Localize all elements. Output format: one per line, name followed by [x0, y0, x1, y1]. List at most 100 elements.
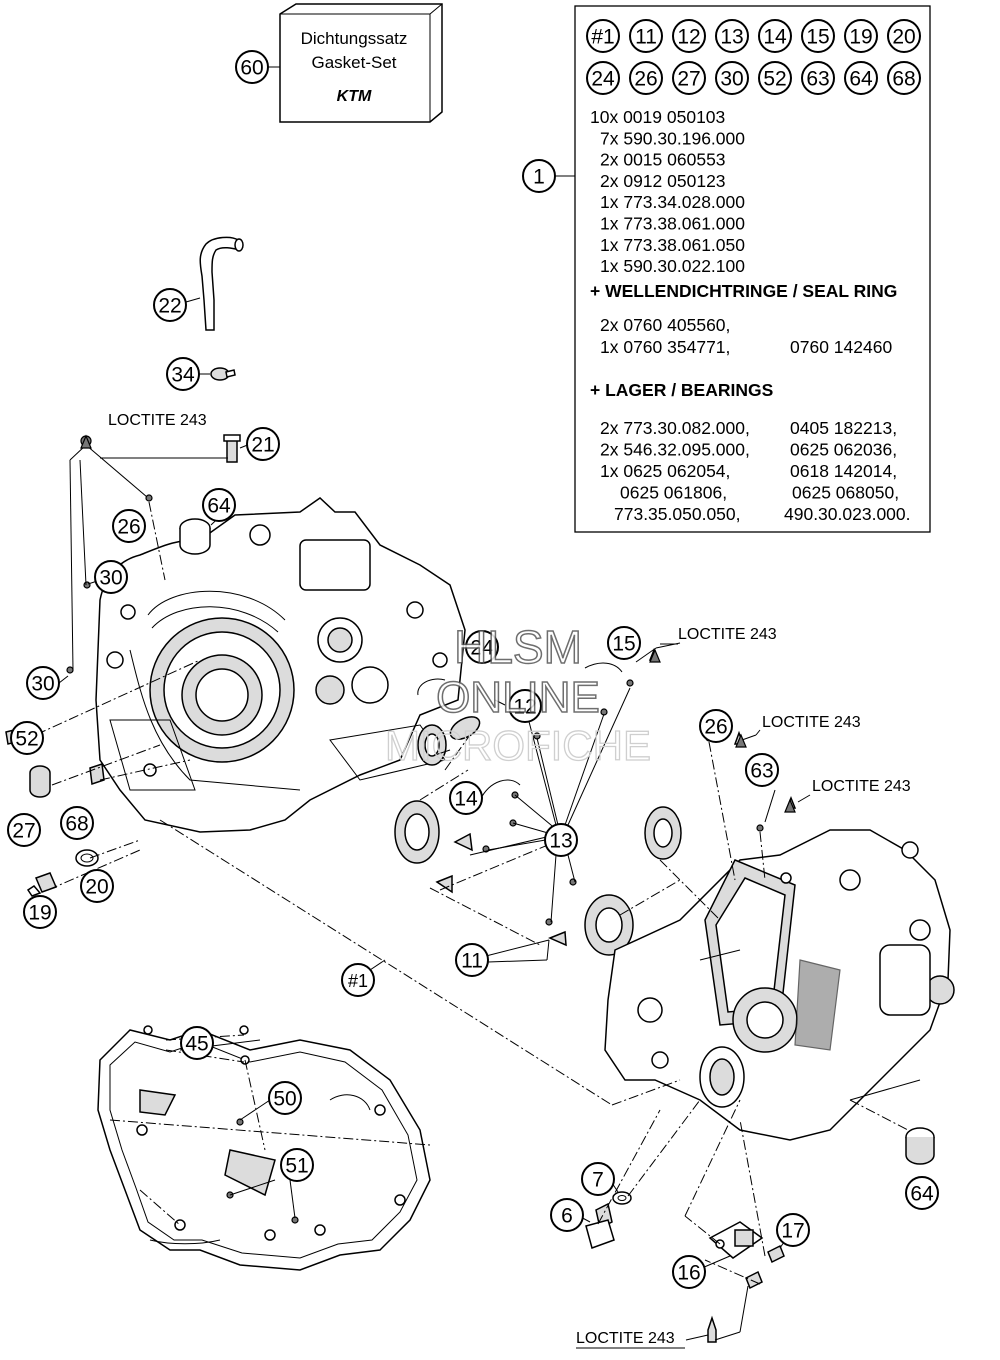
callout-c13: 13 [544, 823, 578, 857]
svg-text:26: 26 [117, 516, 140, 539]
part-number-line: 10x 0019 050103 [590, 107, 725, 127]
svg-text:#1: #1 [591, 26, 614, 49]
callout-c7: 7 [581, 1162, 615, 1196]
loctite-labels: LOCTITE 243 LOCTITE 243 LOCTITE 243 LOCT… [80, 412, 911, 1349]
loctite-label-right-top: LOCTITE 243 [762, 714, 861, 731]
svg-text:15: 15 [806, 26, 829, 49]
callout-c68: 68 [60, 806, 94, 840]
ref-row-top: #1 11 12 13 14 15 19 20 [586, 19, 921, 53]
svg-text:52: 52 [15, 728, 38, 751]
loctite-label-mid: LOCTITE 243 [678, 626, 777, 643]
ref-bubble: 12 [672, 19, 706, 53]
bearing-line-alt: 0405 182213, [790, 418, 897, 438]
callout-c1ref: #1 [341, 963, 375, 997]
svg-text:45: 45 [185, 1033, 208, 1056]
ref-bubble: 68 [887, 61, 921, 95]
ref-bubble: 11 [629, 19, 663, 53]
svg-text:13: 13 [720, 26, 743, 49]
ref-bubble: #1 [586, 19, 620, 53]
callout-c1: 1 [522, 159, 556, 193]
part-number-line: 1x 590.30.022.100 [600, 256, 745, 276]
svg-text:64: 64 [849, 68, 873, 91]
svg-text:52: 52 [763, 68, 786, 91]
svg-text:63: 63 [806, 68, 829, 91]
svg-text:14: 14 [763, 26, 787, 49]
svg-text:68: 68 [892, 68, 915, 91]
part-number-line: 2x 0015 060553 [600, 150, 726, 170]
svg-text:24: 24 [470, 637, 494, 660]
bushing-left [179, 518, 211, 555]
svg-text:7: 7 [592, 1169, 604, 1192]
bearing-line-alt: 490.30.023.000. [784, 504, 911, 524]
bearing-line-alt: 0625 068050, [792, 483, 899, 503]
bearing-line: 0625 061806, [620, 483, 727, 503]
callout-c22: 22 [153, 288, 187, 322]
ref-bubble: 24 [586, 61, 620, 95]
seal-ring-line: 2x 0760 405560, [600, 315, 730, 335]
svg-text:50: 50 [273, 1088, 296, 1111]
seal-ring-list: 2x 0760 405560,1x 0760 354771,0760 14246… [600, 315, 892, 357]
callout-c20: 20 [80, 869, 114, 903]
gasket-set-german-label: Dichtungssatz [301, 29, 408, 48]
svg-text:12: 12 [677, 26, 700, 49]
callout-c45: 45 [180, 1026, 214, 1060]
svg-text:64: 64 [910, 1183, 934, 1206]
callout-c6: 6 [550, 1198, 584, 1232]
svg-text:30: 30 [99, 567, 122, 590]
part-number-line: 7x 590.30.196.000 [600, 128, 745, 148]
callout-c64b: 64 [905, 1176, 939, 1210]
svg-text:22: 22 [158, 295, 181, 318]
callout-c19: 19 [23, 895, 57, 929]
svg-text:26: 26 [704, 716, 727, 739]
seal-ring-line: 1x 0760 354771, [600, 337, 730, 357]
callout-c30b: 30 [26, 666, 60, 700]
svg-text:6: 6 [561, 1205, 573, 1228]
svg-text:27: 27 [677, 68, 700, 91]
drain-plug [585, 1191, 632, 1249]
callout-c16: 16 [672, 1255, 706, 1289]
breather-fitting [223, 434, 241, 463]
watermark-line2: ONLINE [436, 673, 600, 722]
svg-text:27: 27 [12, 820, 35, 843]
ref-bubble: 63 [801, 61, 835, 95]
part-number-line: 1x 773.38.061.000 [600, 214, 745, 234]
seal-ring-heading: + WELLENDICHTRINGE / SEAL RING [590, 281, 897, 301]
cover-plate [648, 647, 797, 1343]
ref-bubble: 13 [715, 19, 749, 53]
svg-text:11: 11 [635, 26, 657, 49]
bearing-line: 1x 0625 062054, [600, 461, 730, 481]
watermark-line1: HLSM [454, 621, 582, 673]
svg-text:13: 13 [549, 830, 572, 853]
svg-text:68: 68 [65, 813, 88, 836]
svg-text:1: 1 [533, 166, 545, 189]
callout-c50: 50 [268, 1081, 302, 1115]
gasket-set-box: Dichtungssatz Gasket-Set KTM [279, 3, 443, 123]
svg-text:63: 63 [750, 760, 773, 783]
ref-bubble: 20 [887, 19, 921, 53]
ref-bubble: 27 [672, 61, 706, 95]
svg-text:#1: #1 [348, 971, 368, 991]
ref-bubble: 19 [844, 19, 878, 53]
bearing-line-alt: 0618 142014, [790, 461, 897, 481]
svg-text:19: 19 [28, 902, 51, 925]
svg-text:11: 11 [461, 950, 483, 973]
svg-text:26: 26 [634, 68, 657, 91]
svg-text:34: 34 [171, 364, 195, 387]
ref-bubble: 52 [758, 61, 792, 95]
svg-text:19: 19 [849, 26, 872, 49]
loctite-label-left: LOCTITE 243 [108, 412, 207, 429]
callout-c30a: 30 [94, 560, 128, 594]
ref-bubble: 64 [844, 61, 878, 95]
ref-bubble: 15 [801, 19, 835, 53]
callout-c27: 27 [7, 813, 41, 847]
callout-c11: 11 [455, 943, 489, 977]
callout-c64a: 64 [202, 488, 236, 522]
loctite-label-right: LOCTITE 243 [812, 778, 911, 795]
engine-gaskets [97, 1025, 431, 1271]
loctite-label-bottom: LOCTITE 243 [576, 1330, 675, 1347]
svg-text:64: 64 [207, 495, 231, 518]
hose-clamp [210, 367, 236, 381]
